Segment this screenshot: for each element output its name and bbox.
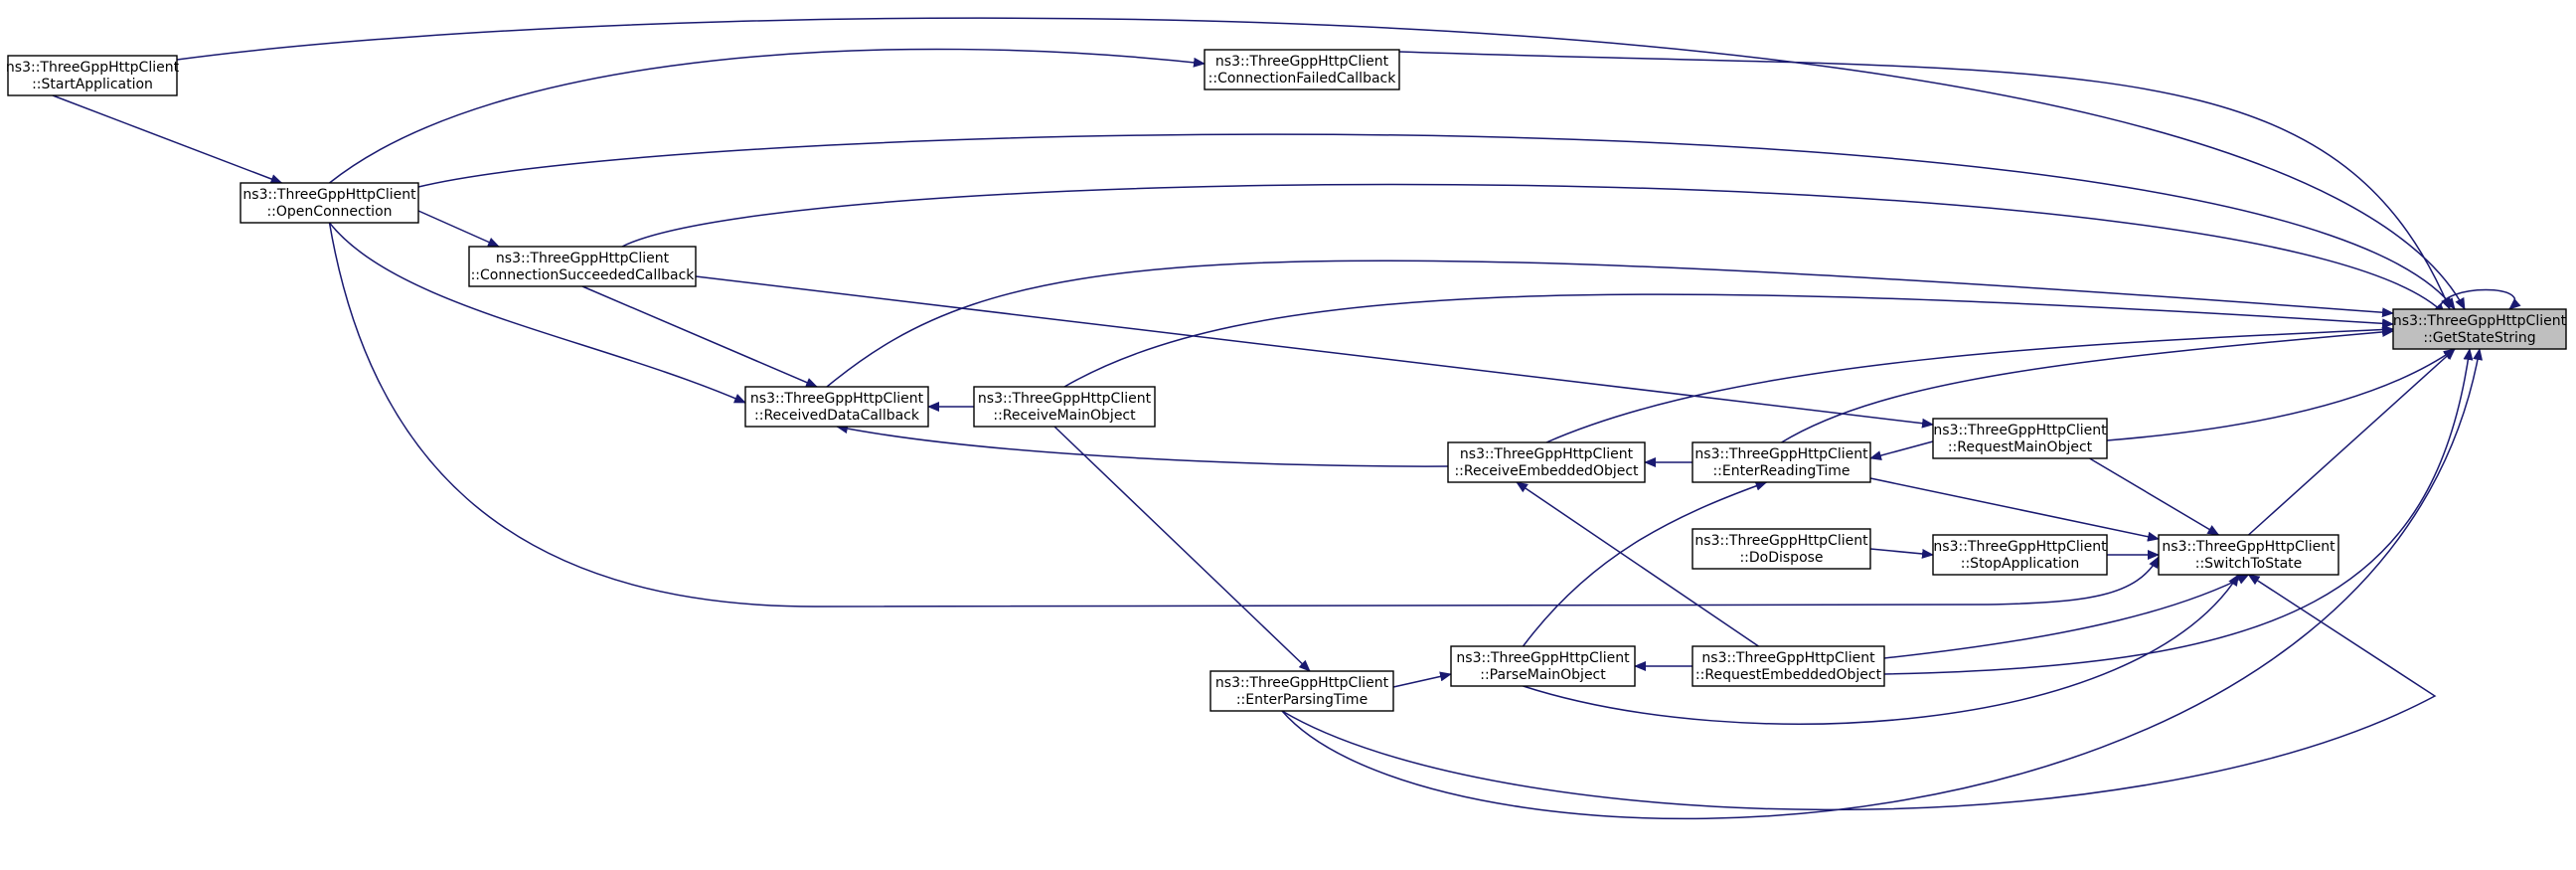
node-label-line2: ::EnterParsingTime [1236,692,1368,708]
node-box [1691,645,1885,687]
node-box [1450,645,1636,687]
node-label-line2: ::RequestEmbeddedObject [1695,667,1882,683]
edge-reqmain-to-switch [2089,457,2220,536]
edge-ert-to-reqmain [1869,440,1934,460]
node-dispose[interactable]: ns3::ThreeGppHttpClient::DoDispose [1691,528,1871,570]
edge-succ-to-reqmain [695,275,1934,429]
edge-open-to-failed [329,48,1206,184]
node-label-line1: ns3::ThreeGppHttpClient [1215,54,1389,70]
node-label-line2: ::DoDispose [1739,550,1823,566]
node-open[interactable]: ns3::ThreeGppHttpClient::OpenConnection [240,182,419,224]
node-pmo[interactable]: ns3::ThreeGppHttpClient::ParseMainObject [1450,645,1636,687]
node-label-line2: ::SwitchToState [2195,556,2303,572]
edge-switch-to-root [2247,348,2456,536]
node-label-line2: ::ReceiveEmbeddedObject [1454,463,1639,479]
edge-reqemb-to-root [1883,348,2474,675]
node-label-line2: ::GetStateString [2423,330,2535,346]
node-layer: ns3::ThreeGppHttpClient::StartApplicatio… [6,49,2567,712]
node-label-line1: ns3::ThreeGppHttpClient [1456,650,1630,666]
edge-pmo-to-ert [1522,481,1768,647]
edge-open-to-succ [417,210,500,248]
node-label-line2: ::StopApplication [1961,556,2080,572]
node-box [468,246,697,287]
node-label-line1: ns3::ThreeGppHttpClient [1701,650,1875,666]
edge-rdc-to-root [826,260,2394,388]
edge-dispose-to-stop [1869,548,1934,559]
edge-layer [52,17,2521,820]
node-box [2392,308,2567,350]
node-label-line1: ns3::ThreeGppHttpClient [1933,423,2107,438]
node-reqemb[interactable]: ns3::ThreeGppHttpClient::RequestEmbedded… [1691,645,1885,687]
node-box [2158,534,2339,576]
edge-reqemb-to-switch [1883,574,2250,659]
node-ert[interactable]: ns3::ThreeGppHttpClient::EnterReadingTim… [1691,441,1871,483]
edge-start-to-root [176,17,2466,310]
node-label-line1: ns3::ThreeGppHttpClient [1694,446,1868,462]
edge-ept-to-switch [1281,574,2437,811]
node-box [744,386,929,428]
edge-succ-to-root [621,183,2446,315]
node-label-line2: ::EnterReadingTime [1712,463,1850,479]
node-label-line2: ::OpenConnection [266,204,392,220]
node-box [7,55,178,96]
edge-pmo-to-switch [1523,574,2240,725]
node-ept[interactable]: ns3::ThreeGppHttpClient::EnterParsingTim… [1209,670,1394,712]
node-rdc[interactable]: ns3::ThreeGppHttpClient::ReceivedDataCal… [744,386,929,428]
node-box [1932,418,2108,459]
node-rmo[interactable]: ns3::ThreeGppHttpClient::ReceiveMainObje… [973,386,1156,428]
edge-ept-to-root [1281,348,2483,820]
node-label-line2: ::ParseMainObject [1480,667,1606,683]
node-label-line1: ns3::ThreeGppHttpClient [496,251,670,266]
edge-reo-to-reqemb [1516,481,1759,647]
node-label-line1: ns3::ThreeGppHttpClient [1460,446,1634,462]
node-switch[interactable]: ns3::ThreeGppHttpClient::SwitchToState [2158,534,2339,576]
edge-open-to-switch [328,222,2160,608]
node-label-line1: ns3::ThreeGppHttpClient [6,60,180,76]
edge-reo-to-root [1545,324,2394,443]
edge-reqmain-to-root [2106,348,2456,441]
edge-ert-to-root [1781,326,2394,443]
node-label-line2: ::ConnectionSucceededCallback [471,267,696,283]
node-label-line1: ns3::ThreeGppHttpClient [2162,539,2335,555]
node-stop[interactable]: ns3::ThreeGppHttpClient::StopApplication [1932,534,2108,576]
node-label-line1: ns3::ThreeGppHttpClient [1933,539,2107,555]
node-label-line1: ns3::ThreeGppHttpClient [1215,675,1389,691]
edge-root-to-root [2439,288,2521,310]
node-box [1209,670,1394,712]
node-label-line1: ns3::ThreeGppHttpClient [978,391,1152,407]
node-label-line2: ::StartApplication [32,77,153,92]
edge-succ-to-rdc [581,285,818,388]
node-label-line2: ::ReceiveMainObject [993,408,1136,424]
node-label-line1: ns3::ThreeGppHttpClient [2393,313,2567,329]
edge-open-to-rdc [328,222,746,404]
node-label-line2: ::ReceivedDataCallback [754,408,920,424]
node-label-line2: ::RequestMainObject [1948,439,2093,455]
node-label-line2: ::ConnectionFailedCallback [1208,71,1397,87]
node-box [1932,534,2108,576]
node-box [1691,528,1871,570]
node-root: ns3::ThreeGppHttpClient::GetStateString [2392,308,2567,350]
node-label-line1: ns3::ThreeGppHttpClient [242,187,416,203]
edge-rmo-to-ept [1053,426,1311,672]
node-reo[interactable]: ns3::ThreeGppHttpClient::ReceiveEmbedded… [1447,441,1646,483]
node-box [973,386,1156,428]
edge-rmo-to-root [1063,293,2394,388]
node-failed[interactable]: ns3::ThreeGppHttpClient::ConnectionFaile… [1204,49,1400,90]
edge-open-to-root [417,133,2456,310]
node-label-line1: ns3::ThreeGppHttpClient [750,391,924,407]
edge-ept-to-pmo [1392,671,1452,688]
edge-failed-to-root [1398,51,2451,310]
node-box [1204,49,1400,90]
edge-ert-to-switch [1869,477,2160,542]
node-succ[interactable]: ns3::ThreeGppHttpClient::ConnectionSucce… [468,246,697,287]
node-box [1447,441,1646,483]
node-start[interactable]: ns3::ThreeGppHttpClient::StartApplicatio… [6,55,180,96]
node-box [1691,441,1871,483]
node-reqmain[interactable]: ns3::ThreeGppHttpClient::RequestMainObje… [1932,418,2108,459]
edge-rdc-to-reo [836,424,1449,467]
node-box [240,182,419,224]
node-label-line1: ns3::ThreeGppHttpClient [1694,533,1868,549]
edge-start-to-open [52,94,283,184]
